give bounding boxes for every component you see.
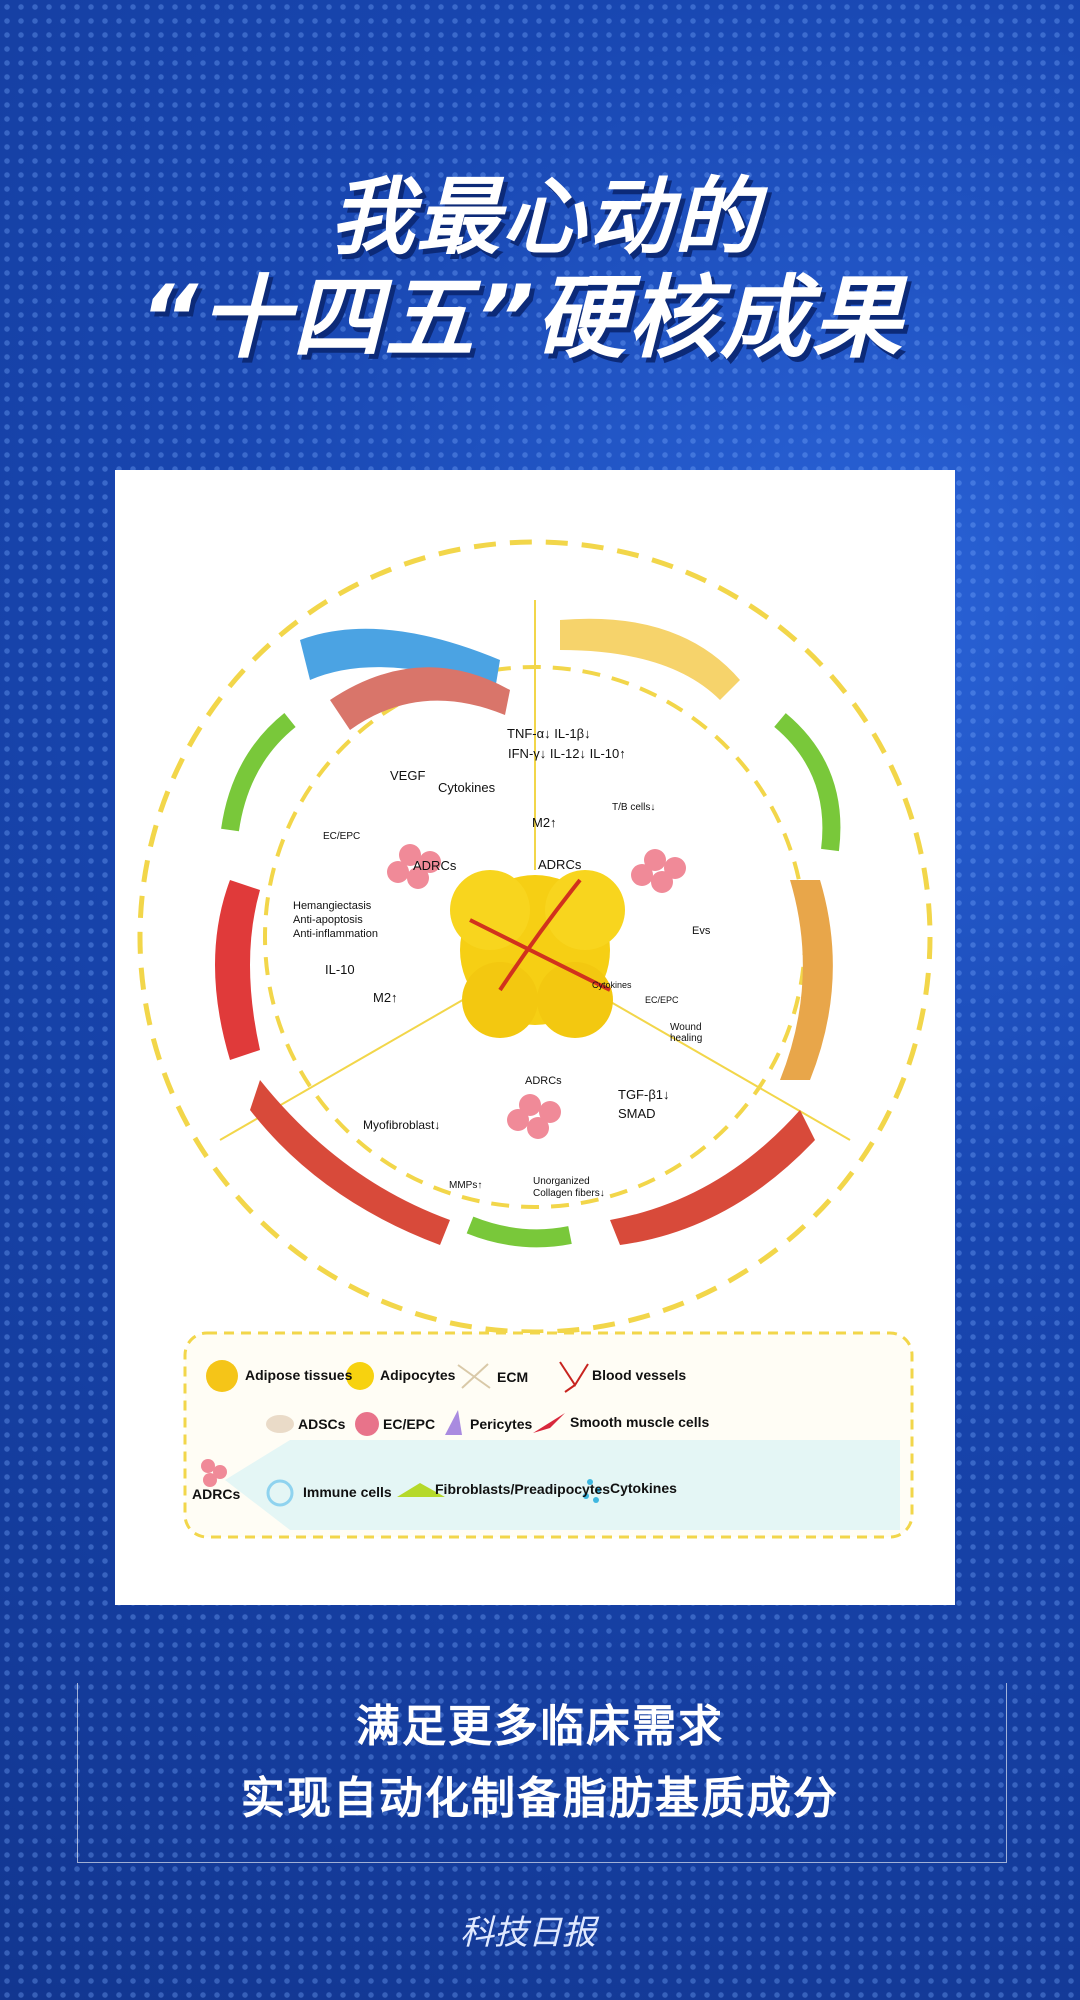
newspaper-logo: 科技日报 (460, 1913, 596, 1953)
legend-blood-vessels: Blood vessels (592, 1367, 687, 1383)
collagen-label-2: Collagen fibers↓ (533, 1188, 605, 1199)
cytokine-label-1: TNF-α↓ IL-1β↓ (507, 726, 591, 741)
caption-line-2: 实现自动化制备脂肪基质成分 (241, 1773, 839, 1824)
cytokines-icon (583, 1479, 601, 1503)
effect-label: Anti-inflammation (293, 928, 378, 940)
ec-epc-label-right: EC/EPC (645, 995, 679, 1005)
legend-adrcs: ADRCs (192, 1486, 241, 1502)
legend-ecm: ECM (497, 1369, 529, 1385)
legend-adipose-tissues: Adipose tissues (245, 1367, 353, 1383)
fibroblasts-icon (397, 1483, 445, 1497)
adrcs-label-left: ADRCs (413, 858, 457, 873)
smad-label: SMAD (618, 1106, 656, 1121)
ec-epc-label-left: EC/EPC (323, 831, 361, 842)
title-line-2: “十四五”硬核成果 (140, 266, 904, 371)
legend-cytokines: Cytokines (610, 1480, 677, 1496)
evs-label: Evs (692, 925, 711, 937)
effect-label: Anti-apoptosis (293, 914, 363, 926)
m2-label-right: M2↑ (532, 815, 557, 830)
adipose-cluster (450, 870, 625, 1038)
tb-cells-label: T/B cells↓ (612, 802, 656, 813)
adipose-tissues-icon (206, 1360, 238, 1392)
legend-adipocytes: Adipocytes (380, 1367, 456, 1383)
ec-epc-icon (355, 1412, 379, 1436)
adrcs-icon (201, 1459, 227, 1487)
tgf-label: TGF-β1↓ (618, 1087, 670, 1102)
vegf-label: VEGF (390, 768, 426, 783)
pericytes-icon (445, 1410, 462, 1435)
title-line-1: 我最心动的 (330, 168, 761, 266)
smooth-muscle-cells-icon (533, 1413, 565, 1433)
legend-smooth-muscle-cells: Smooth muscle cells (570, 1414, 710, 1430)
legend-immune-cells: Immune cells (303, 1484, 392, 1500)
wound-healing-label: Wound healing (670, 1022, 703, 1044)
myofibroblast-label: Myofibroblast↓ (363, 1118, 441, 1132)
legend-ec-epc: EC/EPC (383, 1416, 436, 1432)
adscs-icon (266, 1415, 294, 1433)
immune-cells-icon (266, 1479, 294, 1507)
adrcs-label-right: ADRCs (538, 857, 582, 872)
caption-line-1: 满足更多临床需求 (356, 1701, 724, 1752)
m2-label-left: M2↑ (373, 990, 398, 1005)
adrcs-label-bottom: ADRCs (525, 1075, 562, 1087)
mmps-label: MMPs↑ (449, 1180, 483, 1191)
cytokines-label-left: Cytokines (438, 780, 496, 795)
blood-vessels-icon (559, 1361, 589, 1393)
collagen-label-1: Unorganized (533, 1176, 590, 1187)
ecm-icon (457, 1363, 491, 1389)
adipocytes-icon (346, 1362, 374, 1390)
legend-adscs: ADSCs (298, 1416, 346, 1432)
cytokine-label-2: IFN-γ↓ IL-12↓ IL-10↑ (508, 746, 626, 761)
effect-label: Hemangiectasis (293, 900, 372, 912)
legend-fibroblasts: Fibroblasts/Preadipocytes (435, 1481, 611, 1497)
caption-frame (77, 1683, 1007, 1863)
cytokines-label-right: Cytokines (592, 980, 632, 990)
il10-label: IL-10 (325, 962, 355, 977)
legend-pericytes: Pericytes (470, 1416, 533, 1432)
